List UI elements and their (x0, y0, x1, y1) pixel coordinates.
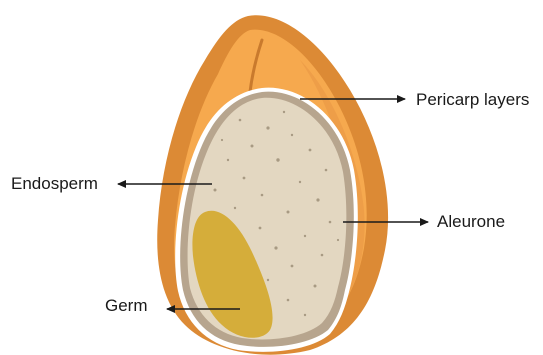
aleurone-label: Aleurone (437, 212, 505, 232)
pericarp-label: Pericarp layers (416, 90, 529, 110)
germ-label: Germ (105, 296, 148, 316)
endosperm-label: Endosperm (11, 174, 98, 194)
